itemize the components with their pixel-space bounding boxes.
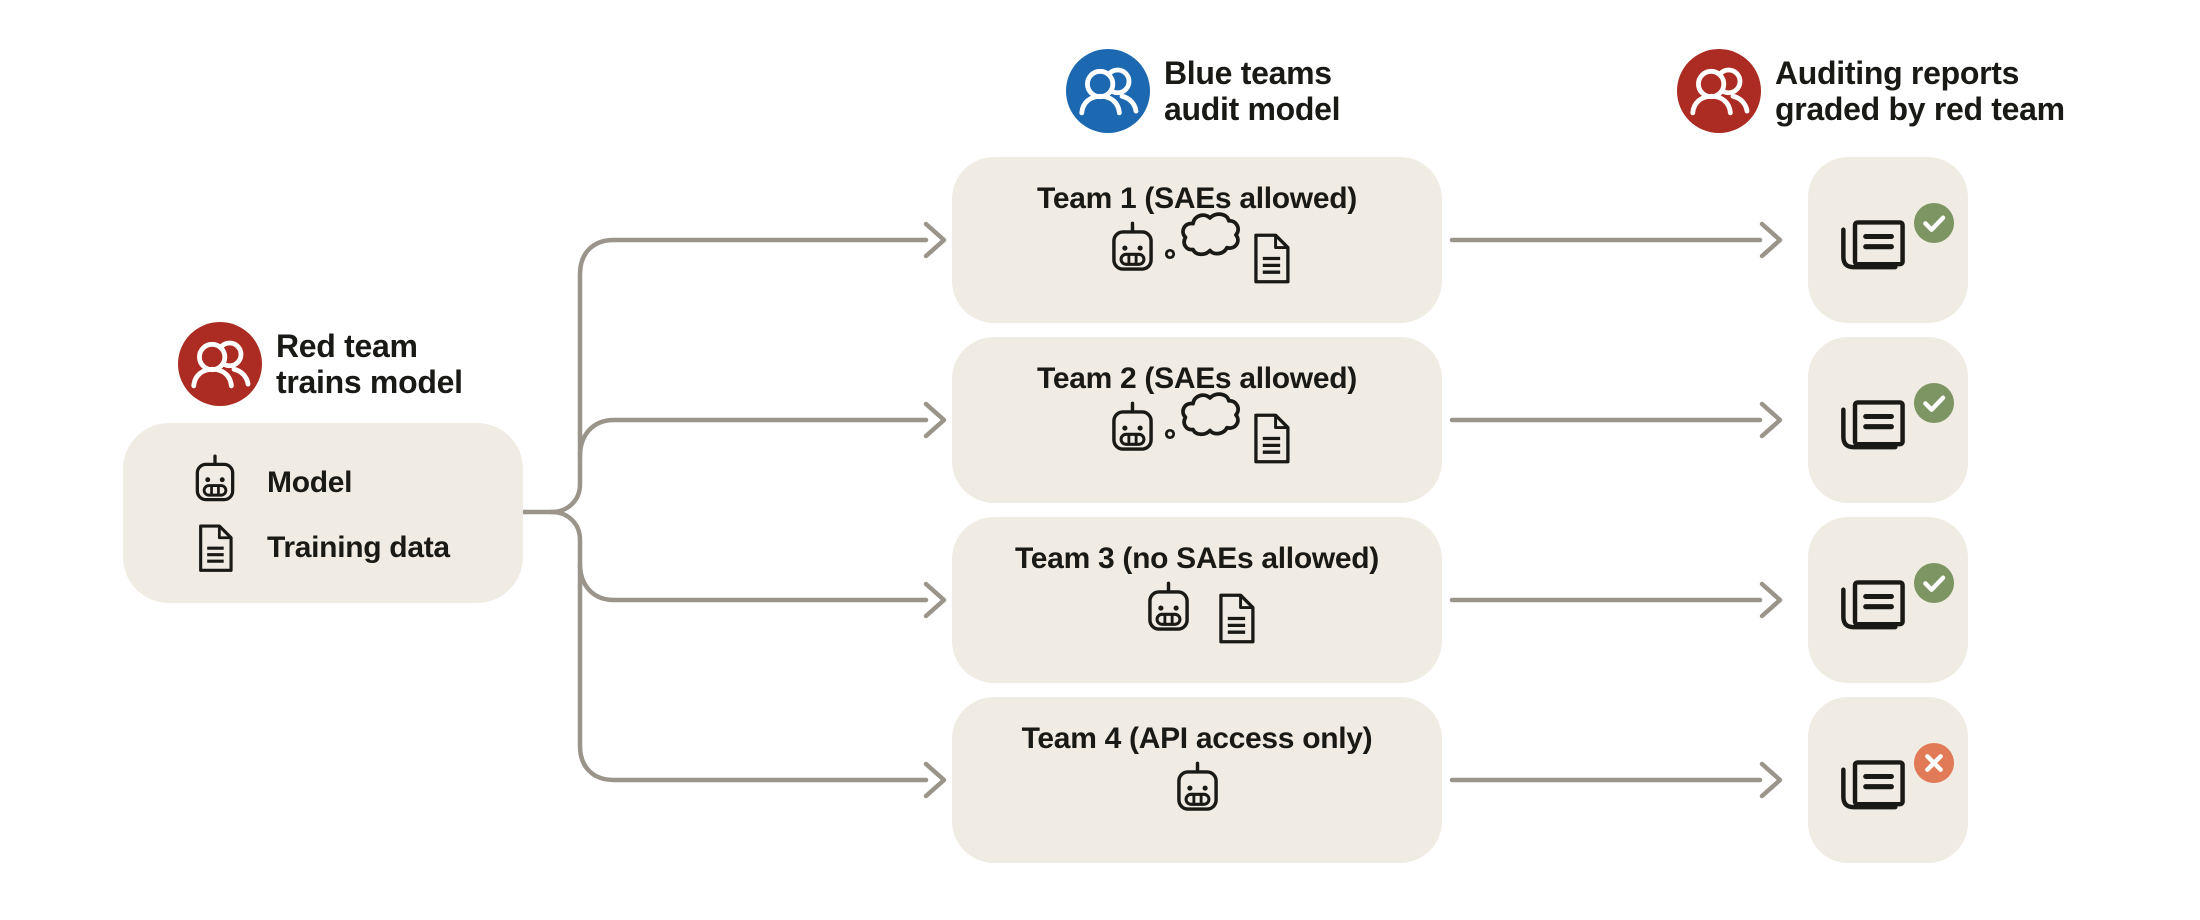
check-badge-icon (1913, 382, 1955, 424)
robot-icon (1102, 220, 1163, 285)
team-1-title: Team 1 (SAEs allowed) (1037, 182, 1357, 215)
arrowhead-left-row3 (923, 581, 947, 619)
team-1-icons (1102, 219, 1292, 285)
report-box-team-1 (1808, 157, 1968, 323)
team-3-icons (1138, 579, 1257, 645)
report-icon (1839, 220, 1905, 271)
blue-team-people-icon (1066, 49, 1150, 133)
document-icon (1250, 412, 1292, 465)
thought-dot-icon (1164, 248, 1176, 260)
branch-to-row1 (549, 237, 929, 515)
grading-legend-line2: graded by red team (1775, 91, 2065, 127)
report-icon (1839, 760, 1905, 811)
red-team-legend-line1: Red team (276, 328, 418, 364)
team-4-box: Team 4 (API access only) (952, 697, 1442, 863)
branch-to-row2 (577, 417, 929, 459)
robot-icon (1167, 760, 1228, 825)
document-icon (177, 523, 253, 573)
arrowhead-right-row4 (1759, 761, 1783, 799)
thought-dot-icon (1164, 428, 1176, 440)
blue-team-legend: Blue teams audit model (1066, 49, 1341, 133)
red-team-legend-line2: trains model (276, 364, 463, 400)
blue-team-legend-line1: Blue teams (1164, 55, 1332, 91)
thought-bubble-icon (1177, 209, 1243, 264)
check-badge-icon (1913, 562, 1955, 604)
grading-legend-label: Auditing reports graded by red team (1775, 55, 2065, 127)
team-4-title: Team 4 (API access only) (1021, 722, 1373, 755)
team-1-box: Team 1 (SAEs allowed) (952, 157, 1442, 323)
branch-to-row4 (549, 509, 929, 783)
arrowhead-left-row1 (923, 221, 947, 259)
model-label: Model (267, 466, 353, 500)
red-team-legend-label: Red team trains model (276, 328, 463, 400)
thought-bubble-icon (1177, 389, 1243, 444)
grading-legend-line1: Auditing reports (1775, 55, 2020, 91)
report-box-team-4 (1808, 697, 1968, 863)
arrowhead-right-row1 (1759, 221, 1783, 259)
team-3-box: Team 3 (no SAEs allowed) (952, 517, 1442, 683)
grading-people-icon (1677, 49, 1761, 133)
report-icon (1839, 400, 1905, 451)
robot-icon (1138, 580, 1199, 645)
red-team-legend: Red team trains model (178, 322, 463, 406)
blue-team-legend-line2: audit model (1164, 91, 1341, 127)
blue-team-legend-label: Blue teams audit model (1164, 55, 1341, 127)
check-badge-icon (1913, 202, 1955, 244)
arrowhead-right-row3 (1759, 581, 1783, 619)
robot-icon (177, 453, 253, 515)
grading-legend: Auditing reports graded by red team (1677, 49, 2065, 133)
document-icon (1250, 232, 1292, 285)
arrowhead-left-row4 (923, 761, 947, 799)
report-icon (1839, 580, 1905, 631)
report-box-team-3 (1808, 517, 1968, 683)
document-icon (1215, 592, 1257, 645)
model-training-data-box: Model Training data (123, 423, 523, 603)
red-team-people-icon (178, 322, 262, 406)
team-2-title: Team 2 (SAEs allowed) (1037, 362, 1357, 395)
team-2-icons (1102, 399, 1292, 465)
training-data-label: Training data (267, 531, 450, 565)
team-4-icons (1167, 759, 1228, 825)
report-box-team-2 (1808, 337, 1968, 503)
team-3-title: Team 3 (no SAEs allowed) (1015, 542, 1379, 575)
x-badge-icon (1913, 742, 1955, 784)
arrowhead-right-row2 (1759, 401, 1783, 439)
branch-to-row3 (577, 561, 929, 603)
training-data-row: Training data (177, 523, 523, 573)
arrowhead-left-row2 (923, 401, 947, 439)
team-2-box: Team 2 (SAEs allowed) (952, 337, 1442, 503)
model-row: Model (177, 453, 523, 515)
robot-icon (1102, 400, 1163, 465)
